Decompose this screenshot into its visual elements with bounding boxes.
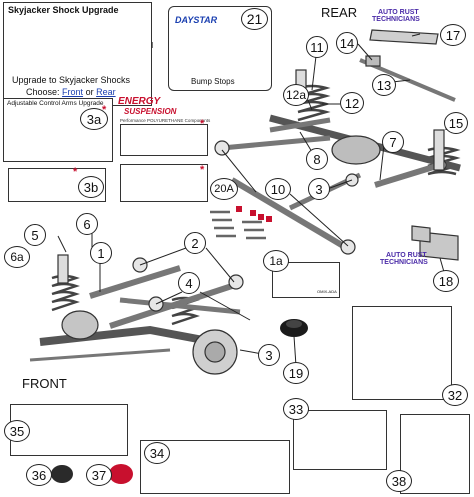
star-icon: * — [102, 104, 107, 116]
callout-2[interactable]: 2 — [184, 232, 206, 254]
callout-14[interactable]: 14 — [336, 32, 358, 54]
callout-3-rear[interactable]: 3 — [308, 178, 330, 200]
skyjacker-shock-brand: SKYJACKER — [92, 39, 130, 45]
callout-10[interactable]: 10 — [265, 178, 291, 200]
callout-34[interactable]: 34 — [144, 442, 170, 464]
callout-33[interactable]: 33 — [283, 398, 309, 420]
callout-12a[interactable]: 12a — [283, 84, 309, 106]
star-icon: * — [200, 164, 205, 176]
energy-brand-line1: ENERGY — [118, 96, 161, 107]
callout-12[interactable]: 12 — [340, 92, 364, 114]
daystar-caption: Bump Stops — [191, 77, 235, 86]
callout-8[interactable]: 8 — [306, 148, 328, 170]
red-bushing-set — [236, 206, 272, 222]
auto-rust-technicians-logo-top: AUTO RUST TECHNICIANS — [372, 9, 420, 23]
front-shocks-link[interactable]: Front — [62, 87, 84, 97]
callout-13[interactable]: 13 — [372, 74, 396, 96]
callout-36[interactable]: 36 — [26, 464, 52, 486]
rear-suspension-illustration — [214, 29, 461, 261]
front-suspension-illustration — [29, 254, 244, 375]
star-icon: * — [73, 166, 78, 178]
energy-tagline: Performance POLYURETHANE Components — [120, 118, 211, 123]
callout-11[interactable]: 11 — [306, 36, 328, 58]
energy-bushing-panel-bottom[interactable] — [120, 164, 208, 202]
bushing-36 — [51, 465, 73, 483]
star-icon: * — [200, 118, 205, 130]
callout-17[interactable]: 17 — [440, 24, 466, 46]
callout-1a[interactable]: 1a — [263, 250, 289, 272]
auto-rust-technicians-logo-bottom: AUTO RUST TECHNICIANS — [380, 252, 428, 266]
mopar-caption: OMIX-ADA — [317, 289, 337, 294]
callout-6a[interactable]: 6a — [4, 246, 30, 268]
rear-shocks-link[interactable]: Rear — [96, 87, 116, 97]
bushing-37 — [109, 464, 133, 484]
or-text: or — [85, 87, 94, 97]
callout-19[interactable]: 19 — [283, 362, 309, 384]
callout-21[interactable]: 21 — [241, 8, 268, 30]
callout-1[interactable]: 1 — [90, 242, 112, 264]
callout-3b[interactable]: 3b — [78, 176, 104, 198]
control-arms-title: Adjustable Control Arms Upgrade — [7, 100, 104, 107]
callout-18[interactable]: 18 — [433, 270, 459, 292]
callout-4[interactable]: 4 — [178, 272, 200, 294]
crown-badge: Crown — [46, 145, 65, 151]
adjustable-arms-panel[interactable] — [352, 306, 452, 400]
callout-38[interactable]: 38 — [386, 470, 412, 492]
callout-7[interactable]: 7 — [382, 131, 404, 153]
callout-20a[interactable]: 20A — [210, 178, 238, 200]
callout-15[interactable]: 15 — [444, 112, 468, 134]
callout-3a[interactable]: 3a — [80, 108, 108, 130]
callout-5[interactable]: 5 — [24, 224, 46, 246]
callout-3-front[interactable]: 3 — [258, 344, 280, 366]
skyjacker-choose-row: Choose: Front or Rear — [26, 87, 116, 97]
skyjacker-upgrade-line: Upgrade to Skyjacker Shocks — [12, 75, 131, 85]
callout-6[interactable]: 6 — [76, 213, 98, 235]
choose-label: Choose: — [26, 87, 60, 97]
part-33-panel[interactable] — [293, 410, 387, 470]
rear-label: REAR — [321, 5, 358, 20]
energy-bushing-panel-top[interactable] — [120, 124, 208, 156]
front-label: FRONT — [22, 376, 67, 391]
energy-brand-line2: SUSPENSION — [124, 107, 177, 116]
callout-37[interactable]: 37 — [86, 464, 112, 486]
daystar-logo: DAYSTAR — [175, 15, 218, 25]
hardware-kit-illustration — [210, 210, 266, 240]
skyjacker-title: Skyjacker Shock Upgrade — [8, 5, 119, 15]
skyjacker-upgrade-panel[interactable]: Skyjacker Shock Upgrade SKYJACKER Upgrad… — [3, 2, 152, 106]
callout-32[interactable]: 32 — [442, 384, 468, 406]
callout-35[interactable]: 35 — [4, 420, 30, 442]
